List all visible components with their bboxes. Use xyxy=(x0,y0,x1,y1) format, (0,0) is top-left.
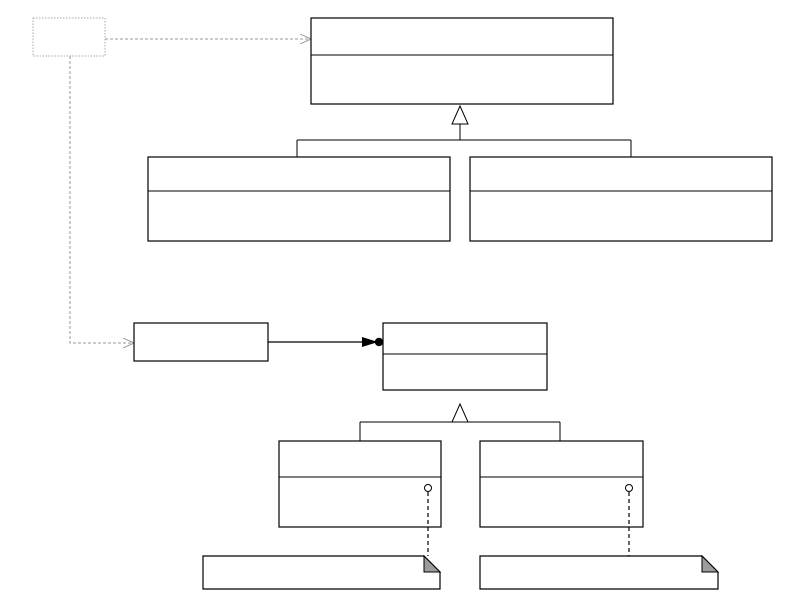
client-class-box[interactable] xyxy=(32,17,106,57)
note-right-fold xyxy=(701,554,720,573)
concrete-class-bottom-right-box[interactable] xyxy=(479,440,644,528)
note-link-anchor-right xyxy=(625,484,633,492)
note-link-anchor-left xyxy=(424,484,432,492)
generalization-triangle-bottom xyxy=(451,402,469,423)
note-right-box[interactable] xyxy=(479,555,719,590)
abstract-class-bottom-box[interactable] xyxy=(382,322,548,391)
association-many-dot xyxy=(374,337,384,347)
association-arrowhead xyxy=(362,337,378,347)
dependency-line-client-to-handle xyxy=(69,56,134,343)
concrete-class-top-left-box[interactable] xyxy=(147,156,451,242)
note-left-box[interactable] xyxy=(202,555,441,590)
concrete-class-top-right-box[interactable] xyxy=(469,156,773,242)
concrete-class-bottom-left-box[interactable] xyxy=(278,440,442,528)
note-left-fold xyxy=(423,554,442,573)
generalization-triangle-top xyxy=(451,104,469,125)
abstract-class-top-box[interactable] xyxy=(310,17,614,105)
handle-class-box[interactable] xyxy=(133,322,269,362)
